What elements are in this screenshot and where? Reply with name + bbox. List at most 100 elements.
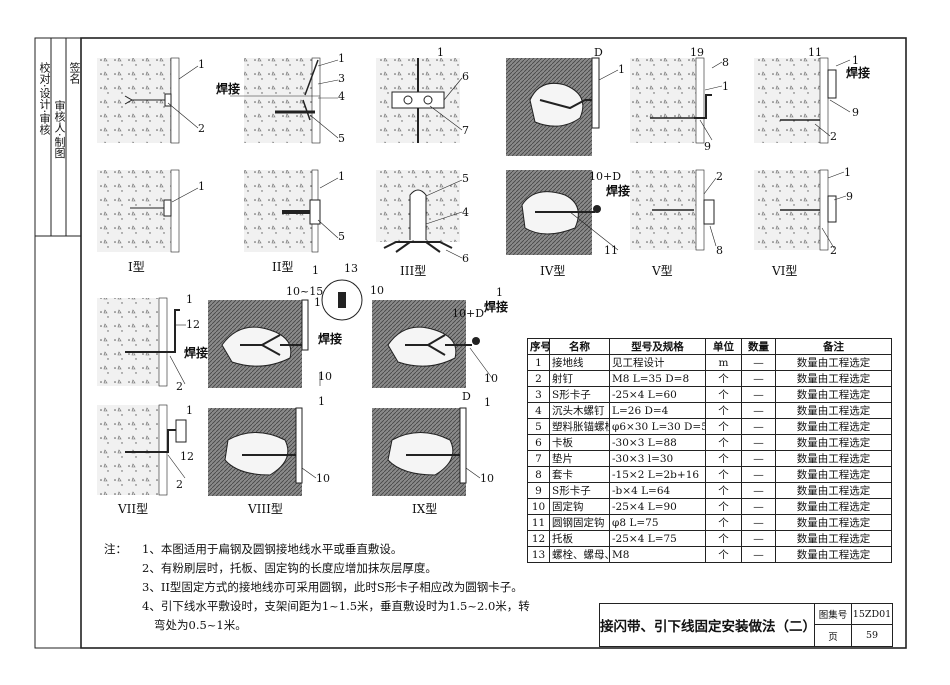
- table-cell: φ8 L=75: [609, 514, 706, 531]
- dim-10-15: 10~15: [286, 285, 324, 298]
- side-col2: 审核人·制图: [53, 100, 66, 159]
- type7-bottom-detail: [97, 404, 187, 496]
- table-cell: 数量由工程选定: [775, 482, 892, 499]
- table-cell: -30×3 L=88: [609, 434, 706, 451]
- table-cell: 射钉: [549, 370, 610, 387]
- callout-1j: 1: [186, 293, 193, 306]
- weld-label-b: 焊接: [216, 82, 241, 96]
- table-cell: -30×3 l=30: [609, 450, 706, 467]
- note-item: 4、引下线水平敷设时，支架间距为1~1.5米，垂直敷设时为1.5~2.0米，转: [142, 599, 530, 613]
- callout-5c: 5: [462, 172, 469, 185]
- weld-label-d: 焊接: [184, 346, 209, 360]
- table-cell: 个: [705, 418, 742, 435]
- callout-9a: 9: [704, 140, 711, 153]
- callout-2a: 2: [198, 122, 205, 135]
- type-label-7: VII型: [118, 502, 149, 516]
- callout-10a: 10: [370, 284, 384, 297]
- page-number: 59: [865, 630, 879, 641]
- callout-6b: 6: [462, 252, 469, 265]
- type2-top-detail: [230, 57, 339, 144]
- dim-10d-b: 10+D: [452, 307, 485, 320]
- type2-bottom-detail: [244, 169, 339, 253]
- table-cell: —: [741, 498, 776, 515]
- callout-10d: 10: [316, 472, 330, 485]
- note-item: 弯处为0.5~1米。: [154, 618, 247, 632]
- side-col3: 签名: [68, 62, 81, 84]
- table-cell: 9: [527, 482, 550, 499]
- table-cell: 13: [527, 546, 550, 563]
- table-cell: 2: [527, 370, 550, 387]
- type9-top-detail: [372, 300, 493, 388]
- table-cell: -25×4 L=75: [609, 530, 706, 547]
- callout-10c: 10: [484, 372, 498, 385]
- callout-1d: 1: [618, 63, 625, 76]
- table-cell: -25×4 L=60: [609, 386, 706, 403]
- atlas-label: 图集号: [815, 604, 852, 625]
- note-item: 3、II型固定方式的接地线亦可采用圆钢，此时S形卡子相应改为圆钢卡子。: [142, 580, 523, 594]
- table-cell: S形卡子: [549, 482, 610, 499]
- table-cell: 8: [527, 466, 550, 483]
- notes-lead: 注：: [104, 542, 127, 556]
- table-cell: L=26 D=4: [609, 402, 706, 419]
- type4-top-detail: [506, 57, 619, 156]
- table-cell: 塑料胀锚螺栓: [549, 418, 610, 435]
- title-block: 接闪带、引下线固定安装做法（二） 图集号 15ZD01 页 59: [599, 603, 893, 647]
- callout-4b: 4: [462, 206, 469, 219]
- table-cell: 个: [705, 434, 742, 451]
- table-cell: 7: [527, 450, 550, 467]
- notes-block: 注：1、本图适用于扁钢及圆钢接地线水平或垂直敷设。 2、有粉刷层时，托板、固定钩…: [104, 540, 574, 635]
- type5-bottom-detail: [630, 169, 717, 251]
- table-cell: 个: [705, 386, 742, 403]
- callout-2b: 2: [830, 130, 837, 143]
- callout-6a: 6: [462, 70, 469, 83]
- callout-1i: 1: [844, 166, 851, 179]
- type-label-3: III型: [400, 264, 427, 278]
- table-cell: 12: [527, 530, 550, 547]
- type1-bottom-detail: [97, 169, 199, 253]
- callout-1o: 1: [318, 395, 325, 408]
- col-header: 数量: [741, 338, 776, 355]
- table-cell: —: [741, 370, 776, 387]
- table-cell: —: [741, 418, 776, 435]
- table-cell: 个: [705, 370, 742, 387]
- callout-1m: 1: [496, 286, 503, 299]
- table-cell: 圆钢固定钩: [549, 514, 610, 531]
- type6-top-detail: [754, 57, 851, 144]
- type-label-4: IV型: [540, 264, 566, 278]
- table-cell: -b×4 L=64: [609, 482, 706, 499]
- col-header: 备注: [775, 338, 892, 355]
- table-cell: M8 L=35 D=8: [609, 370, 706, 387]
- callout-1f: 1: [852, 54, 859, 67]
- col-header: 名称: [549, 338, 610, 355]
- callout-9c: 9: [846, 190, 853, 203]
- weld-label-e: 焊接: [318, 332, 343, 346]
- table-cell: 3: [527, 386, 550, 403]
- callout-1c: 1: [437, 46, 444, 59]
- table-cell: -25×4 L=90: [609, 498, 706, 515]
- type3-top-detail: [376, 58, 463, 143]
- type1-top-detail: [97, 57, 199, 144]
- drawing-title: 接闪带、引下线固定安装做法（二）: [600, 604, 816, 646]
- note-item: 2、有粉刷层时，托板、固定钩的长度应增加抹灰层厚度。: [142, 561, 437, 575]
- callout-11a: 11: [604, 244, 618, 257]
- table-cell: 个: [705, 530, 742, 547]
- weld-label-a: 焊接: [846, 66, 871, 80]
- table-cell: 个: [705, 450, 742, 467]
- dim-11: 11: [808, 46, 822, 59]
- callout-10e: 10: [480, 472, 494, 485]
- type8-top-detail: [208, 279, 363, 388]
- table-cell: 1: [527, 354, 550, 371]
- table-cell: 个: [705, 498, 742, 515]
- type7-top-detail: [97, 297, 186, 387]
